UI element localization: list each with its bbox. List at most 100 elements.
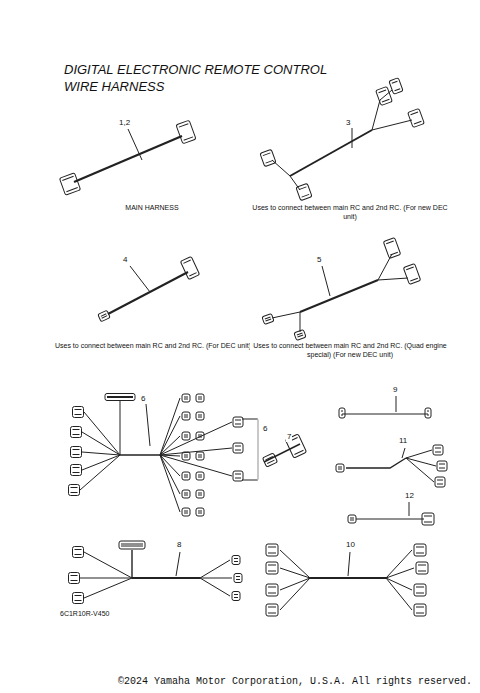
connector <box>266 544 278 556</box>
connector <box>98 310 110 321</box>
connector <box>262 453 277 467</box>
connector <box>182 432 190 440</box>
connector <box>196 432 204 440</box>
wire-stroke <box>280 550 310 578</box>
callout-number: 5 <box>316 255 322 265</box>
connector <box>59 173 80 195</box>
connector <box>196 412 204 420</box>
callout-number: 9 <box>392 385 398 395</box>
wire-stroke <box>378 278 408 280</box>
wire-stroke <box>160 448 232 455</box>
connector <box>389 78 403 95</box>
wire-stroke <box>131 550 132 578</box>
connector <box>119 541 145 549</box>
wire-stroke <box>200 578 232 579</box>
wire-stroke <box>280 578 310 590</box>
wire-stroke <box>200 578 230 596</box>
connector <box>196 472 204 480</box>
wire-stroke <box>346 458 406 468</box>
connector <box>416 562 428 574</box>
connector <box>232 592 240 601</box>
wire-stroke <box>160 455 180 494</box>
connector <box>266 604 278 616</box>
wire-stroke <box>160 416 180 455</box>
connector <box>414 544 426 556</box>
wire-stroke <box>146 404 150 446</box>
connector <box>339 408 345 418</box>
connector <box>414 604 426 616</box>
connector <box>266 584 278 596</box>
wire-stroke <box>402 448 405 458</box>
connector <box>260 149 276 166</box>
wire-stroke <box>84 552 132 578</box>
part-caption: Uses to connect between main RC and 2nd … <box>250 342 450 360</box>
wire-stroke <box>108 272 188 314</box>
callout-number: 6 <box>140 394 146 404</box>
connector <box>232 556 240 565</box>
connector <box>266 562 278 574</box>
inset-bracket <box>242 419 258 480</box>
callout-number: 6 <box>262 424 268 434</box>
wire-stroke <box>80 578 132 579</box>
inset-area <box>258 419 322 480</box>
wire-stroke <box>406 458 434 482</box>
connector <box>262 314 274 325</box>
wire-stroke <box>160 455 232 476</box>
wire-stroke <box>352 128 353 148</box>
connector <box>403 263 420 284</box>
connector <box>414 584 426 596</box>
connector <box>105 394 135 401</box>
connector <box>71 465 82 476</box>
connector <box>73 407 84 418</box>
wire-stroke <box>132 577 200 579</box>
wire-stroke <box>84 412 120 455</box>
wire-stroke <box>386 578 412 610</box>
callout-number: 11 <box>398 436 408 446</box>
connector <box>376 86 393 105</box>
connector <box>233 443 243 453</box>
wire-stroke <box>280 568 310 578</box>
wire-stroke <box>120 454 160 456</box>
connector <box>196 452 204 460</box>
connector <box>180 256 199 279</box>
wire-stroke <box>342 414 428 415</box>
wire-stroke <box>310 577 386 579</box>
wire-stroke <box>409 502 410 516</box>
connector <box>437 461 447 471</box>
wire-stroke <box>160 436 180 455</box>
connector <box>383 237 400 258</box>
wire-stroke <box>300 312 301 332</box>
connector <box>233 471 243 481</box>
part-caption: Uses to connect between main RC and 2nd … <box>250 204 450 222</box>
callout-number: 10 <box>345 540 356 550</box>
connector <box>196 394 204 402</box>
part-caption: Uses to connect between main RC and 2nd … <box>53 342 253 351</box>
connector <box>176 120 196 144</box>
connector <box>422 513 434 525</box>
connector <box>433 445 443 455</box>
connector <box>196 490 204 498</box>
callout-number: 7 <box>286 432 292 442</box>
connector <box>336 464 344 472</box>
connector <box>233 417 243 427</box>
copyright-caption: ©2024 Yamaha Motor Corporation, U.S.A. A… <box>118 676 472 689</box>
connector <box>196 508 204 516</box>
connector <box>294 330 306 341</box>
wire-stroke <box>160 422 232 455</box>
wire-stroke <box>82 455 120 470</box>
wire-stroke <box>280 578 310 610</box>
wire-stroke <box>386 568 414 578</box>
callout-number: 3 <box>345 118 351 128</box>
connector <box>435 477 445 487</box>
connector <box>73 593 84 604</box>
connector <box>71 427 82 438</box>
wire-stroke <box>264 444 300 462</box>
part-caption: MAIN HARNESS <box>82 204 222 213</box>
wire-stroke <box>372 100 380 130</box>
wire-stroke <box>386 578 412 590</box>
wire-stroke <box>82 432 120 455</box>
wire-stroke <box>120 400 121 455</box>
connector <box>71 447 82 458</box>
wire-stroke <box>322 266 330 296</box>
wire-stroke <box>176 552 180 576</box>
